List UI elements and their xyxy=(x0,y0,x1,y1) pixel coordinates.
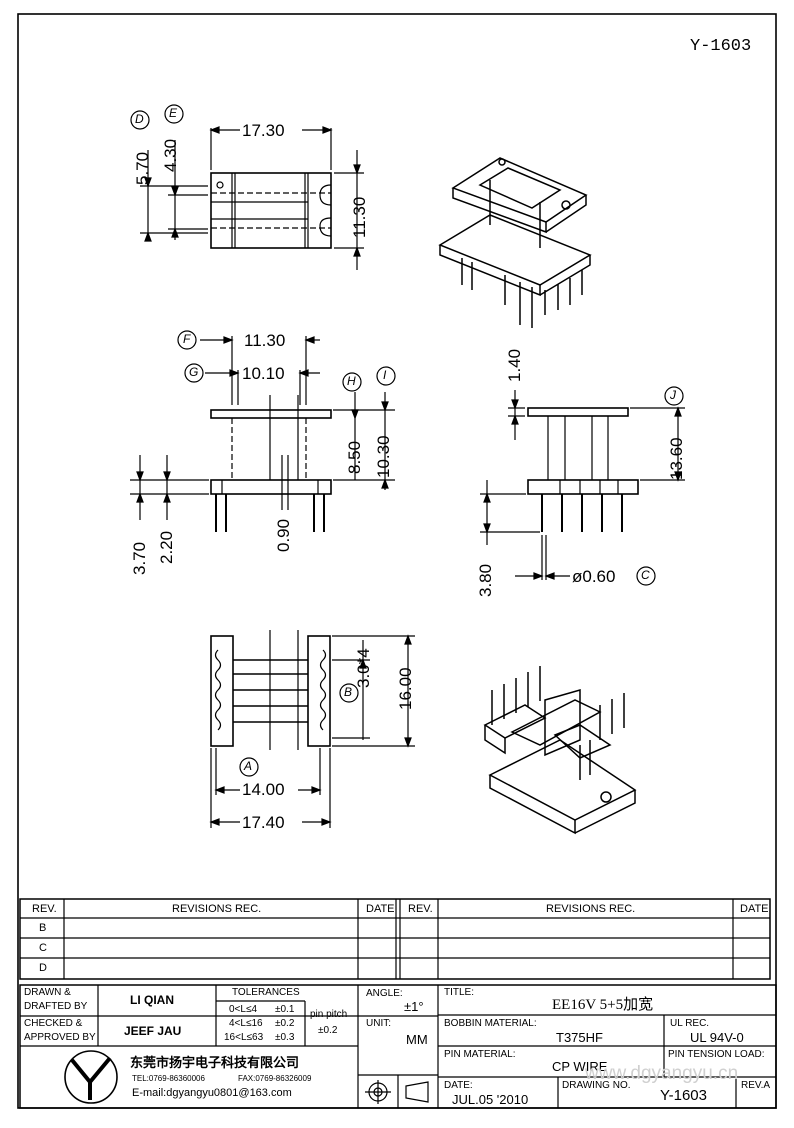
pin-material-val: CP WIRE xyxy=(552,1059,608,1074)
callout-i-circle xyxy=(376,366,396,386)
ul-label: UL REC. xyxy=(670,1018,710,1029)
callout-i: I xyxy=(383,368,387,382)
revisions-header-right: REVISIONS REC. xyxy=(546,903,636,915)
dim-pin-length: 3.80 xyxy=(476,563,495,597)
callout-b-circle xyxy=(339,683,359,703)
date-header-right: DATE xyxy=(740,903,769,915)
bobbin-label: BOBBIN MATERIAL: xyxy=(444,1018,537,1029)
tol-2-range: 4<L≤16 xyxy=(229,1018,263,1029)
dim-left-outer: 3.70 xyxy=(130,541,149,575)
angle-label: ANGLE: xyxy=(366,988,403,999)
dim-top-flange: 1.40 xyxy=(505,348,524,382)
callout-h-circle xyxy=(342,372,362,392)
front-view xyxy=(130,336,395,532)
dim-top-height: 11.30 xyxy=(350,196,369,238)
pin-tension-label: PIN TENSION LOAD: xyxy=(668,1049,765,1060)
rev-row-d: D xyxy=(39,962,47,974)
company-name: 东莞市扬宇电子科技有限公司 xyxy=(130,1055,300,1070)
top-view xyxy=(140,126,364,270)
drawn-label-2: DRAFTED BY xyxy=(24,1001,88,1012)
callout-a: A xyxy=(244,759,253,773)
callout-h: H xyxy=(347,374,356,388)
callout-g: G xyxy=(189,365,199,379)
bobbin-val: T375HF xyxy=(556,1030,603,1045)
drawn-by: LI QIAN xyxy=(130,993,174,1007)
title-label: TITLE: xyxy=(444,987,475,998)
checked-by: JEEF JAU xyxy=(124,1024,182,1038)
tol-3-range: 16<L≤63 xyxy=(224,1032,264,1043)
company-tel: TEL:0769-86360006 xyxy=(132,1074,205,1083)
side-view xyxy=(480,390,685,580)
drawing-no-label: DRAWING NO. xyxy=(562,1080,631,1091)
callout-g-circle xyxy=(184,363,204,383)
pin-material-label: PIN MATERIAL: xyxy=(444,1049,516,1060)
callout-d-circle xyxy=(130,110,150,130)
drawn-label-1: DRAWN & xyxy=(24,987,71,998)
angle-val: ±1° xyxy=(404,999,424,1014)
dim-bottom-height: 16.00 xyxy=(396,667,415,710)
ul-val: UL 94V-0 xyxy=(690,1030,744,1045)
dim-f: 11.30 xyxy=(244,331,286,350)
callout-a-circle xyxy=(239,757,259,777)
dim-overall: 13.60 xyxy=(667,437,686,480)
dim-a-span: 14.00 xyxy=(242,780,285,799)
date-header-left: DATE xyxy=(366,903,395,915)
checked-label-1: CHECKED & xyxy=(24,1018,83,1029)
drawing-id: Y-1603 xyxy=(690,37,752,56)
callout-b: B xyxy=(344,685,353,699)
drawing-no-val: Y-1603 xyxy=(660,1087,707,1104)
title-val: EE16V 5+5加宽 xyxy=(552,997,654,1013)
revisions-header-left: REVISIONS REC. xyxy=(172,903,262,915)
rev-row-b: B xyxy=(39,922,47,934)
company-logo xyxy=(64,1050,118,1104)
callout-e-circle xyxy=(164,104,184,124)
unit-val: MM xyxy=(406,1032,428,1047)
callout-e: E xyxy=(169,106,178,120)
tol-1-val: ±0.1 xyxy=(275,1004,295,1015)
tol-3-val: ±0.3 xyxy=(275,1032,295,1043)
pin-pitch-val: ±0.2 xyxy=(318,1025,338,1036)
unit-label: UNIT: xyxy=(366,1018,391,1029)
rev-header-left: REV. xyxy=(32,903,57,915)
dim-pin-center: 0.90 xyxy=(274,518,293,552)
dim-top-width: 17.30 xyxy=(242,121,285,140)
isometric-view-top xyxy=(438,157,592,328)
dim-total-width: 17.40 xyxy=(242,813,285,832)
tolerances-label: TOLERANCES xyxy=(232,987,300,998)
dim-e: 4.30 xyxy=(161,138,180,172)
title-block xyxy=(19,984,777,1109)
watermark: www.dgyangyu.cn xyxy=(585,1063,739,1084)
dim-h: 8.50 xyxy=(345,440,364,474)
date-label: DATE: xyxy=(444,1080,473,1091)
dim-pitch: 3.0*4 xyxy=(354,648,373,688)
dim-left-inner: 2.20 xyxy=(157,530,176,564)
pin-pitch-label: pin pitch xyxy=(310,1009,348,1020)
callout-c: C xyxy=(641,568,650,582)
checked-label-2: APPROVED BY xyxy=(24,1032,96,1043)
callout-f-circle xyxy=(177,330,197,350)
revision-table xyxy=(19,898,771,980)
company-fax: FAX:0769-86326009 xyxy=(238,1074,312,1083)
date-val: JUL.05 '2010 xyxy=(452,1092,529,1107)
dim-g: 10.10 xyxy=(242,364,285,383)
callout-d: D xyxy=(135,112,144,126)
dim-i: 10.30 xyxy=(374,435,393,478)
rev-label: REV.A xyxy=(741,1080,771,1091)
dim-pin-dia: ø0.60 xyxy=(572,567,616,586)
company-email: E-mail:dgyangyu0801@163.com xyxy=(132,1087,292,1099)
callout-f: F xyxy=(183,332,191,346)
callout-c-circle xyxy=(636,566,656,586)
isometric-view-bottom xyxy=(483,666,637,835)
rev-header-right: REV. xyxy=(408,903,433,915)
callout-j: J xyxy=(670,388,676,402)
rev-row-c: C xyxy=(39,942,47,954)
tol-1-range: 0<L≤4 xyxy=(229,1004,258,1015)
bottom-view xyxy=(209,630,415,828)
callout-j-circle xyxy=(664,386,684,406)
dim-d: 5.70 xyxy=(133,151,152,185)
tol-2-val: ±0.2 xyxy=(275,1018,295,1029)
